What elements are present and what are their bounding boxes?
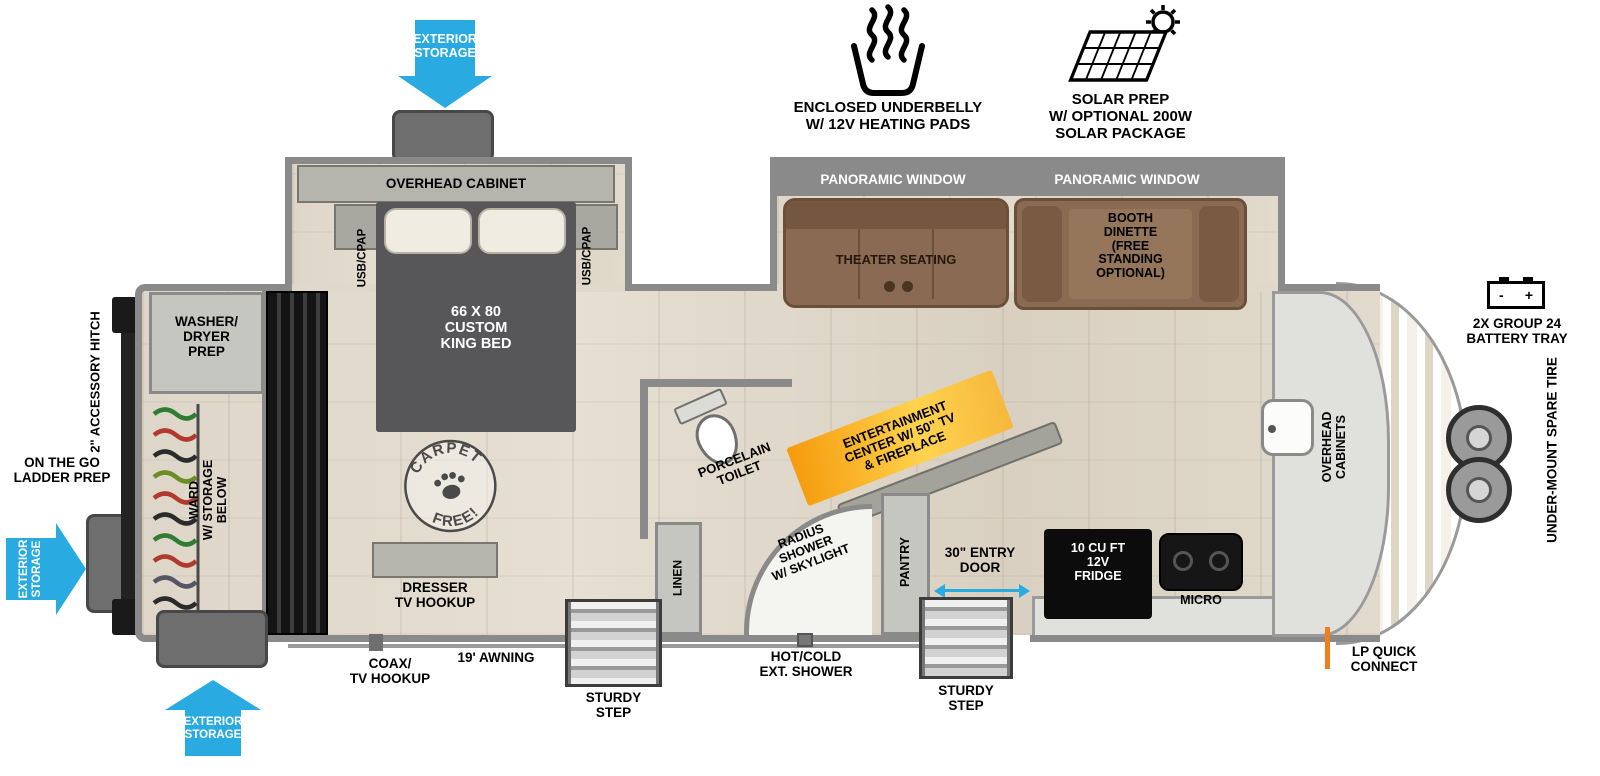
- overhead-cabinets-label: OVERHEAD CABINETS: [1320, 411, 1348, 483]
- theater-seating: THEATER SEATING: [783, 198, 1009, 308]
- exterior-storage-arrow-left: EXTERIOR STORAGE: [6, 523, 88, 615]
- wardrobe-slats: [266, 291, 328, 635]
- theater-seating-label: THEATER SEATING: [835, 252, 957, 267]
- pillow-right: [478, 208, 566, 254]
- kitchen-counter-right: [1272, 291, 1390, 637]
- sink: [1261, 399, 1314, 456]
- overhead-cabinet-label: OVERHEAD CABINET: [385, 176, 527, 192]
- panoramic-window-band: [777, 164, 1278, 196]
- panoramic-window-left-label: PANORAMIC WINDOW: [820, 172, 966, 187]
- battery-label: 2X GROUP 24 BATTERY TRAY: [1466, 316, 1568, 347]
- cupholder-icon: [902, 281, 913, 292]
- spare-tire-label: UNDER-MOUNT SPARE TIRE: [1544, 357, 1560, 543]
- ladder-prep-label: ON THE GO LADDER PREP: [13, 455, 111, 486]
- entry-door-width-arrow: [934, 584, 1030, 598]
- solar-label: SOLAR PREP W/ OPTIONAL 200W SOLAR PACKAG…: [1048, 91, 1193, 142]
- washer-dryer-prep: [149, 292, 264, 394]
- coax-stub: [369, 634, 383, 651]
- ext-shower-label: HOT/COLD EXT. SHOWER: [759, 649, 853, 680]
- pillow-left: [384, 208, 472, 254]
- pantry: [881, 493, 930, 635]
- exterior-storage-compartment-top: [392, 110, 494, 162]
- king-bed-label: 66 X 80 CUSTOM KING BED: [440, 304, 512, 353]
- bath-wall-top: [640, 379, 792, 387]
- dinette-table: [1069, 209, 1192, 299]
- theater-backrest: [786, 201, 1006, 229]
- burner-icon: [1209, 551, 1229, 571]
- nightstand-right: [574, 204, 618, 250]
- linen-label: LINEN: [670, 560, 685, 596]
- lp-quick-connect-icon: [1325, 627, 1330, 669]
- cupholder-icon: [884, 281, 895, 292]
- ext-shower-stub: [797, 633, 813, 647]
- fridge-label: 10 CU FT 12V FRIDGE: [1070, 541, 1126, 583]
- dresser-label: DRESSER TV HOOKUP: [394, 580, 476, 611]
- awning-label: 19' AWNING: [457, 650, 535, 665]
- faucet-icon: [1268, 425, 1276, 433]
- coax-label: COAX/ TV HOOKUP: [349, 656, 431, 687]
- linen-closet: [655, 522, 702, 635]
- dinette-bench-left: [1022, 206, 1062, 302]
- king-bed: 66 X 80 CUSTOM KING BED: [376, 202, 576, 432]
- booth-dinette: BOOTH DINETTE (FREE STANDING OPTIONAL): [1014, 198, 1247, 310]
- exterior-storage-arrow-bottom: EXTERIOR STORAGE: [165, 680, 261, 756]
- fridge: 10 CU FT 12V FRIDGE: [1044, 529, 1152, 619]
- exterior-storage-top-label: EXTERIOR STORAGE: [413, 32, 477, 60]
- pantry-label: PANTRY: [898, 537, 912, 587]
- battery-plus: +: [1524, 287, 1533, 303]
- dresser: [372, 542, 498, 578]
- sturdy-step-left-icon: [565, 599, 662, 687]
- theater-divider-left: [858, 229, 860, 299]
- sturdy-step-right-label: STURDY STEP: [938, 683, 994, 714]
- exterior-storage-compartment-rear: [156, 610, 268, 668]
- theater-divider-right: [932, 229, 934, 299]
- wardrobe-clothes-icon: [152, 404, 200, 614]
- battery-minus: -: [1499, 287, 1504, 303]
- accessory-hitch-label: 2" ACCESSORY HITCH: [87, 311, 103, 453]
- booth-dinette-label: BOOTH DINETTE (FREE STANDING OPTIONAL): [1096, 211, 1165, 280]
- exterior-storage-left-label: EXTERIOR STORAGE: [18, 539, 43, 599]
- battery-icon: - +: [1487, 277, 1545, 309]
- lp-quick-connect-label: LP QUICK CONNECT: [1350, 644, 1418, 675]
- usb-cpap-right-label: USB/CPAP: [581, 226, 594, 286]
- overhead-cabinet: OVERHEAD CABINET: [297, 165, 615, 203]
- underbelly-heat-icon: [851, 4, 925, 96]
- usb-cpap-left-label: USB/CPAP: [356, 228, 369, 288]
- burner-icon: [1173, 551, 1193, 571]
- sturdy-step-right-icon: [919, 597, 1013, 679]
- rear-bumper-bar: [121, 299, 135, 633]
- solar-prep-icon: [1068, 5, 1180, 82]
- bath-wall-left: [640, 379, 648, 539]
- washer-dryer-label: WASHER/ DRYER PREP: [174, 314, 238, 360]
- exterior-storage-bottom-label: EXTERIOR STORAGE: [183, 716, 243, 741]
- exterior-storage-arrow-top: EXTERIOR STORAGE: [398, 20, 492, 108]
- paw-print-icon: [434, 472, 465, 499]
- sturdy-step-left-label: STURDY STEP: [585, 690, 642, 721]
- carpet-free-stamp: CARPET FREE!: [387, 421, 512, 546]
- entry-door-label: 30" ENTRY DOOR: [944, 545, 1016, 576]
- micro-label: MICRO: [1180, 593, 1222, 607]
- dinette-bench-right: [1199, 206, 1239, 302]
- nightstand-left: [334, 204, 378, 250]
- spare-tire-icon: [1446, 457, 1512, 523]
- underbelly-label: ENCLOSED UNDERBELLY W/ 12V HEATING PADS: [793, 99, 983, 133]
- panoramic-window-right-label: PANORAMIC WINDOW: [1054, 172, 1200, 187]
- ward-label: WARD W/ STORAGE BELOW: [187, 459, 229, 541]
- cooktop: [1159, 533, 1243, 591]
